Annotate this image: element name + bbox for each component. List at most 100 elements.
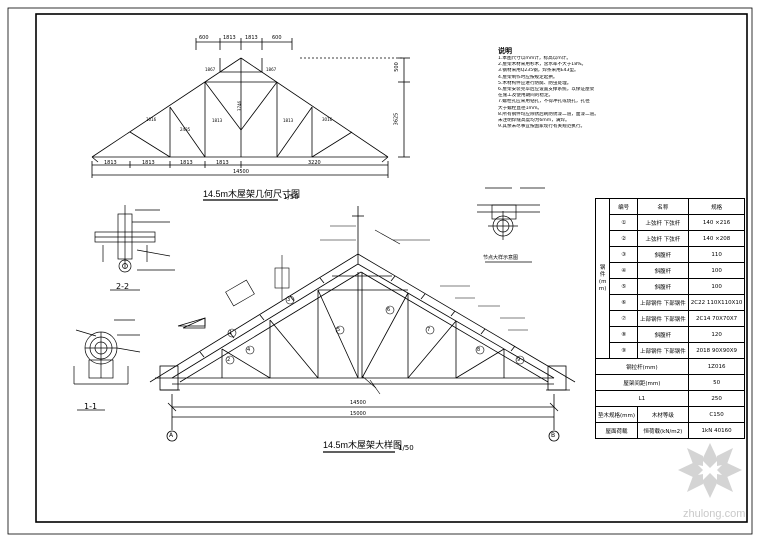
row-no: ⑦ bbox=[609, 310, 639, 327]
footer-value: 1Z016 bbox=[687, 358, 746, 375]
member-len-3: 3016 bbox=[146, 117, 157, 122]
row-spec: 100 bbox=[687, 262, 746, 279]
section-mark-5: 5 bbox=[337, 327, 341, 333]
member-len-6: 2435 bbox=[180, 127, 191, 132]
footer-value: 1kN 40160 bbox=[687, 422, 746, 439]
table-row: ⑤ 斜腹杆 100 bbox=[596, 278, 746, 295]
table-row: ④ 斜腹杆 100 bbox=[596, 262, 746, 279]
footer-value: 50 bbox=[687, 374, 746, 391]
row-no: ③ bbox=[609, 246, 639, 263]
header-spec: 规格 bbox=[687, 198, 746, 215]
row-name: 上弦杆 下弦杆 bbox=[637, 230, 689, 247]
material-table: 钢件(mm) 编号 名称 规格 ① 上弦杆 下弦杆 140 ×216 ② 上弦杆… bbox=[594, 198, 746, 439]
row-spec: 100 bbox=[687, 278, 746, 295]
table-row: ⑥ 上部钢件 下部钢件 2C22 110X110X10 bbox=[596, 294, 746, 311]
note-line: 9.其余未尽事宜按国家现行有关规范执行。 bbox=[498, 124, 586, 130]
table-header-row: 钢件(mm) 编号 名称 规格 bbox=[594, 198, 746, 359]
member-len-5: 3746 bbox=[237, 100, 243, 112]
footer-label: 垫木规格(mm) bbox=[594, 406, 639, 423]
row-spec: 2C14 70X70X7 bbox=[687, 310, 746, 327]
table-footer-row: 屋面荷载 恒荷载(kN/m2) 1kN 40160 bbox=[594, 422, 746, 439]
table-row: ⑧ 斜腹杆 120 bbox=[596, 326, 746, 343]
row-name: 斜腹杆 bbox=[637, 262, 689, 279]
note-line: 未注明焊缝高度均为6mm，满焊。 bbox=[498, 118, 570, 124]
section-1-1-label: 1-1 bbox=[84, 402, 98, 411]
section-mark-2: 2 bbox=[227, 357, 231, 363]
footer-label: 屋面荷载 bbox=[594, 422, 639, 439]
row-spec: 2018 90X90X9 bbox=[687, 342, 746, 359]
note-line: 1.本图尺寸以mm计，标高以m计。 bbox=[498, 56, 571, 61]
row-spec: 140 ×216 bbox=[687, 214, 746, 231]
notes-heading: 说明 bbox=[498, 47, 512, 55]
node-detail-label: 节点大样示意图 bbox=[483, 255, 519, 261]
table-footer-row: 钢拉杆(mm) 1Z016 bbox=[595, 358, 746, 375]
overall-span-dim: 14500 bbox=[233, 169, 249, 175]
axis-marker-a bbox=[166, 430, 178, 442]
axis-marker-b bbox=[548, 430, 560, 442]
row-no: ⑤ bbox=[609, 278, 639, 295]
note-line: 3.钢材采用Q235钢，焊条采用E43型。 bbox=[498, 68, 579, 74]
detail-2-2 bbox=[94, 205, 175, 291]
row-name: 上弦杆 下弦杆 bbox=[637, 214, 689, 231]
table-row: ③ 斜腹杆 110 bbox=[596, 246, 746, 263]
row-no: ④ bbox=[609, 262, 639, 279]
row-name: 上部钢件 下部钢件 bbox=[637, 294, 689, 311]
section-mark-1: 1 bbox=[229, 330, 233, 336]
note-line: 2.屋架木材采用杉木，含水率不大于18%。 bbox=[498, 62, 587, 68]
row-no: ① bbox=[609, 214, 639, 231]
member-len-1: 1867 bbox=[205, 67, 216, 72]
section-mark-9: 9 bbox=[517, 357, 521, 363]
top-dim-4: 600 bbox=[272, 35, 282, 41]
height-dim-2: 3625 bbox=[393, 112, 400, 126]
row-spec: 2C22 110X110X10 bbox=[687, 294, 746, 311]
footer-value: C150 bbox=[687, 406, 746, 423]
footer-label: 屋架间距(mm) bbox=[595, 374, 689, 391]
footer-mid: 恒荷载(kN/m2) bbox=[637, 422, 689, 439]
axis-label-b: B bbox=[551, 432, 556, 439]
bottom-dim-2: 1813 bbox=[142, 160, 155, 166]
row-name: 斜腹杆 bbox=[637, 278, 689, 295]
note-line: 6.屋架安装完毕后应设置支撑系统，以保证屋架 bbox=[498, 87, 595, 93]
top-geometry-truss bbox=[91, 38, 410, 201]
node-detail-drawing bbox=[477, 187, 545, 263]
main-overall-dim: 15000 bbox=[350, 411, 366, 417]
height-dim-1: 500 bbox=[393, 62, 400, 72]
footer-mid: 木材等级 bbox=[637, 406, 689, 423]
bottom-dim-3: 1813 bbox=[180, 160, 193, 166]
main-span-dim: 14500 bbox=[350, 400, 366, 406]
row-spec: 110 bbox=[687, 246, 746, 263]
section-2-2-label: 2-2 bbox=[116, 282, 130, 291]
main-truss-scale: 1/50 bbox=[398, 444, 414, 452]
note-line: 4.屋架制作时应按规定起拱。 bbox=[498, 74, 558, 80]
table-row: ⑦ 上部钢件 下部钢件 2C14 70X70X7 bbox=[596, 310, 746, 327]
header-name: 名称 bbox=[637, 198, 689, 215]
bottom-dim-4: 1813 bbox=[216, 160, 229, 166]
member-len-2: 1867 bbox=[266, 67, 277, 72]
top-dim-3: 1813 bbox=[245, 35, 258, 41]
footer-label: L1 bbox=[595, 390, 689, 407]
row-name: 上部钢件 下部钢件 bbox=[637, 342, 689, 359]
header-no: 编号 bbox=[609, 198, 639, 215]
watermark-text: zhulong.com bbox=[683, 508, 746, 520]
note-line: 8.所有钢件均应除锈后刷防锈漆二道，面漆二道。 bbox=[498, 111, 599, 117]
row-no: ⑥ bbox=[609, 294, 639, 311]
note-line: 大于螺栓直径1mm。 bbox=[498, 105, 543, 111]
table-side-label: 钢件(mm) bbox=[594, 198, 611, 359]
top-dim-1: 600 bbox=[199, 35, 209, 41]
row-name: 上部钢件 下部钢件 bbox=[637, 310, 689, 327]
section-mark-7: 7 bbox=[427, 327, 431, 333]
note-line: 在施工及使用期间的稳定。 bbox=[498, 93, 554, 99]
design-notes: 说明 1.本图尺寸以mm计，标高以m计。 2.屋架木材采用杉木，含水率不大于18… bbox=[498, 47, 616, 130]
member-number-markers bbox=[225, 295, 525, 365]
inner-frame bbox=[35, 13, 748, 523]
top-dim-2: 1813 bbox=[223, 35, 236, 41]
member-len-8: 1813 bbox=[283, 118, 294, 123]
note-line: 7.螺栓孔应采用钻孔，不得冲孔或烧孔，孔径 bbox=[498, 99, 590, 105]
outer-frame bbox=[7, 7, 753, 535]
slope-indicator bbox=[182, 317, 206, 329]
row-no: ⑨ bbox=[609, 342, 639, 359]
table-footer-row: L1 250 bbox=[595, 390, 746, 407]
top-truss-title: 14.5m木屋架几何尺寸图 bbox=[203, 189, 301, 199]
section-mark-8: 8 bbox=[477, 347, 481, 353]
